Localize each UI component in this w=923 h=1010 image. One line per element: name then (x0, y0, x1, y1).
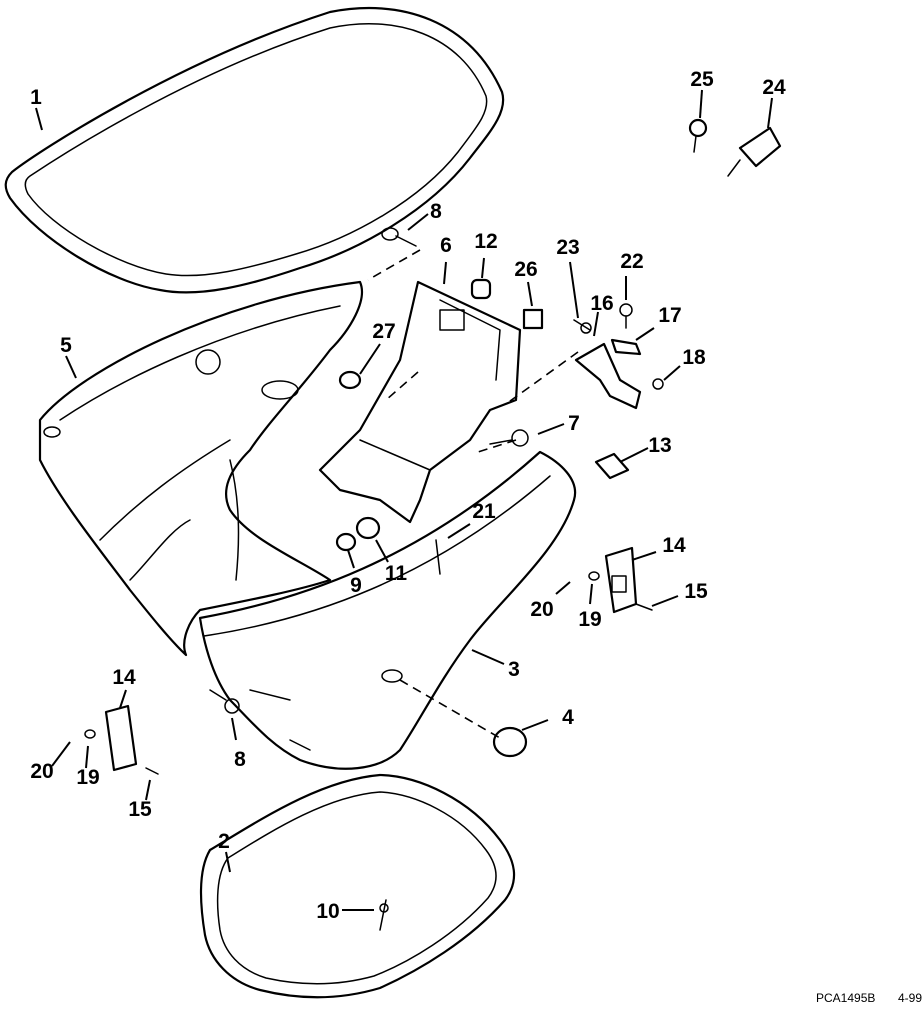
latch-14-right (604, 546, 638, 614)
callout-15-left: 15 (128, 798, 152, 821)
screw-15-left (145, 767, 159, 775)
screw-25 (688, 118, 708, 153)
upper-seal-frame (4, 6, 505, 294)
callout-8-bottom: 8 (234, 748, 246, 771)
bottom-seal (200, 773, 516, 999)
callout-1: 1 (30, 86, 42, 109)
assembly-lines (367, 249, 579, 739)
callout-3: 3 (508, 658, 520, 681)
callout-26: 26 (514, 258, 537, 281)
callout-25: 25 (690, 68, 714, 91)
bushing-9 (335, 532, 357, 552)
inner-bracket (318, 280, 522, 524)
callout-6: 6 (440, 234, 452, 257)
stud-21 (435, 539, 441, 575)
clip-26 (522, 308, 544, 330)
callout-20-right: 20 (530, 598, 553, 621)
callout-11: 11 (385, 562, 408, 585)
callout-27: 27 (372, 320, 395, 343)
leader-lines (35, 89, 773, 911)
callout-13: 13 (648, 434, 671, 457)
screw-18 (652, 378, 664, 390)
callout-17: 17 (658, 304, 681, 327)
pad-13 (594, 452, 630, 480)
callout-labels: 1 2 3 4 5 6 7 8 9 10 11 12 13 14 15 16 1… (30, 68, 786, 923)
screw-8-bottom (209, 689, 240, 714)
plug-4 (492, 726, 528, 758)
screw-15-right (635, 603, 653, 611)
callout-14-left: 14 (112, 666, 136, 689)
latch-14-left (104, 704, 138, 772)
callout-14-right: 14 (662, 534, 686, 557)
callout-7: 7 (568, 412, 580, 435)
screw-8-top (381, 227, 417, 247)
screw-23 (573, 319, 592, 334)
washer-19-right (588, 571, 600, 581)
grommet-12 (470, 278, 492, 300)
callout-16: 16 (590, 292, 613, 315)
callout-24: 24 (762, 76, 786, 99)
callout-12: 12 (474, 230, 497, 253)
callout-9: 9 (350, 574, 362, 597)
bushing-11 (355, 516, 381, 540)
washer-19-left (84, 729, 96, 739)
callout-19-right: 19 (578, 608, 601, 631)
lower-motor-cover (198, 450, 577, 770)
callout-22: 22 (620, 250, 643, 273)
callout-5: 5 (60, 334, 72, 357)
pin-10 (379, 903, 389, 913)
callout-2: 2 (218, 830, 230, 853)
screw-22 (619, 303, 633, 329)
screw-7 (489, 429, 529, 447)
drawing-code: PCA1495B (816, 991, 875, 1005)
callout-8-top: 8 (430, 200, 442, 223)
latch-16 (574, 342, 642, 410)
fuel-connector-24 (727, 126, 782, 177)
callout-23: 23 (556, 236, 579, 259)
lower-cowl-left (38, 280, 363, 657)
latch-plate-17 (610, 338, 642, 356)
callout-18: 18 (682, 346, 706, 369)
callout-19-left: 19 (76, 766, 99, 789)
callout-21: 21 (472, 500, 496, 523)
callout-4: 4 (562, 706, 574, 729)
grommet-27 (338, 370, 362, 390)
callout-20-left: 20 (30, 760, 53, 783)
drawing-date: 4-99 (898, 991, 922, 1005)
callout-10: 10 (316, 900, 339, 923)
callout-15-right: 15 (684, 580, 708, 603)
